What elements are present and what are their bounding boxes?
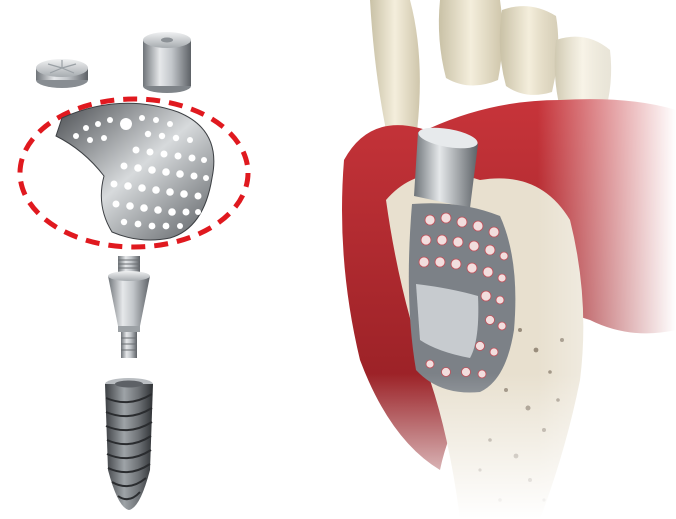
exploded-components-svg bbox=[0, 0, 280, 519]
jaw-cross-section-svg bbox=[330, 0, 676, 519]
healing-cap-tall bbox=[143, 32, 191, 93]
jaw-cross-section-panel bbox=[330, 0, 676, 519]
perforated-mesh-shell bbox=[56, 103, 214, 240]
abutment bbox=[108, 256, 150, 358]
exploded-components-panel bbox=[0, 0, 280, 519]
implant-fixture bbox=[105, 378, 153, 510]
healing-cap-small bbox=[36, 59, 88, 88]
